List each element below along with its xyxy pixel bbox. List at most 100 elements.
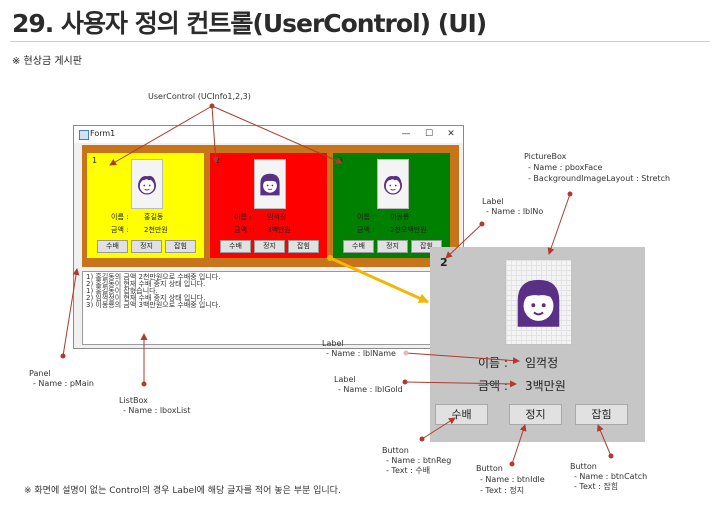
uc-picturebox — [505, 259, 572, 345]
annotation-btnidle-title: Button — [476, 464, 503, 473]
arrow-btncatch — [597, 424, 612, 457]
annotation-btnreg-name: - Name : btnReg — [386, 456, 452, 465]
uc-name-caption: 이름 : — [357, 213, 375, 221]
uc-number-label: 1 — [92, 156, 98, 165]
uc-picturebox — [377, 159, 409, 209]
annotation-label-no-title: Label — [482, 197, 504, 206]
arrow-picturebox — [547, 193, 571, 255]
arrow-panel — [62, 268, 80, 357]
footnote: ※ 화면에 설명이 없는 Control의 경우 Label에 해당 글자를 적… — [24, 486, 341, 496]
uc-name-value: 임꺽정 — [267, 213, 287, 221]
btn-catch[interactable]: 잡힘 — [165, 240, 196, 253]
annotation-btncatch-name: - Name : btnCatch — [574, 472, 648, 481]
btn-catch[interactable]: 잡힘 — [288, 240, 319, 253]
close-button[interactable]: ✕ — [447, 129, 455, 139]
arrow-usercontrol-2 — [211, 105, 220, 164]
arrow-label-no — [445, 223, 483, 259]
annotation-label-no-name: - Name : lblNo — [486, 207, 544, 216]
annotation-panel-name: - Name : pMain — [33, 379, 94, 388]
annotation-btnreg-text: - Text : 수배 — [386, 466, 431, 475]
uc-gold-value: 2천만원 — [144, 226, 168, 234]
uc-picturebox — [131, 159, 163, 209]
btn-idle[interactable]: 정지 — [131, 240, 162, 253]
annotation-btnidle-name: - Name : btnIdle — [480, 475, 545, 484]
annotation-btncatch-text: - Text : 잡힘 — [574, 482, 619, 491]
boy-face-icon — [132, 169, 162, 199]
uc-gold-value: 3백만원 — [267, 226, 291, 234]
uc-gold-caption: 금액 : — [478, 379, 508, 393]
btn-idle[interactable]: 정지 — [254, 240, 285, 253]
connector-dot — [209, 103, 215, 109]
btn-reg[interactable]: 수배 — [343, 240, 374, 253]
boy-face-icon — [378, 169, 408, 199]
annotation-label-gold-title: Label — [334, 375, 356, 384]
listbox-lboxlist[interactable]: 1) 홍길동의 금액 2천만원으로 수배중 입니다. 2) 홍길동이 현재 수배… — [82, 271, 459, 345]
minimize-button[interactable]: — — [401, 129, 411, 139]
zoom-arrow — [329, 256, 429, 304]
uc-name-caption: 이름 : — [234, 213, 252, 221]
annotation-usercontrol: UserControl (UCInfo1,2,3) — [148, 92, 251, 101]
uc-gold-caption: 금액 : — [234, 226, 252, 234]
uc-picturebox — [254, 159, 286, 209]
user-control-3: 3 이름 : 이몽룡 금액 : 2천오백만원 수배 정지 잡힘 — [333, 153, 450, 258]
connector-dot — [60, 353, 66, 359]
annotation-btnreg-title: Button — [382, 446, 409, 455]
title-divider — [10, 41, 710, 42]
uc-gold-caption: 금액 : — [111, 226, 129, 234]
uc-gold-value: 2천오백만원 — [390, 226, 427, 234]
annotation-btncatch-title: Button — [570, 462, 597, 471]
list-item[interactable]: 3) 이몽룡의 금액 3백만원으로 수배중 입니다. — [86, 301, 221, 309]
annotation-picturebox-name: - Name : pboxFace — [528, 163, 603, 172]
uc-name-value: 임꺽정 — [525, 356, 559, 370]
panel-pmain: 1 이름 : 홍길동 금액 : 2천만원 수배 정지 잡힘 — [82, 145, 459, 267]
arrow-usercontrol-1 — [109, 105, 213, 166]
list-item[interactable]: 1) 홍길동이 잡혔습니다. — [86, 287, 158, 295]
btn-reg[interactable]: 수배 — [220, 240, 251, 253]
annotation-listbox-name: - Name : lboxList — [123, 406, 191, 415]
list-item[interactable]: 1) 홍길동의 금액 2천만원으로 수배중 입니다. — [86, 273, 221, 281]
arrow-label-gold — [404, 380, 517, 388]
girl-face-icon — [517, 279, 560, 327]
user-control-1: 1 이름 : 홍길동 금액 : 2천만원 수배 정지 잡힘 — [87, 153, 204, 258]
annotation-picturebox-layout: - BackgroundImageLayout : Stretch — [528, 174, 671, 183]
connector-dot — [608, 453, 614, 459]
annotation-listbox-title: ListBox — [119, 396, 148, 405]
connector-dot — [141, 381, 147, 387]
connector-dot — [402, 379, 408, 385]
annotation-label-name-title: Label — [322, 339, 344, 348]
uc-name-value: 홍길동 — [144, 213, 164, 221]
uc-number-label: 2 — [440, 256, 448, 269]
connector-dot — [419, 436, 425, 442]
arrow-btnidle — [511, 424, 527, 465]
form-titlebar: Form1 — ☐ ✕ — [74, 126, 463, 143]
user-control-2: 2 이름 : 임꺽정 금액 : 3백만원 수배 정지 잡힘 — [210, 153, 327, 258]
list-item[interactable]: 2) 홍길동이 현재 수배 중지 상태 입니다. — [86, 280, 206, 288]
btn-reg[interactable]: 수배 — [97, 240, 128, 253]
form-title: Form1 — [90, 129, 116, 138]
annotation-panel-title: Panel — [29, 369, 51, 378]
annotation-label-name-name: - Name : lblName — [326, 349, 396, 358]
page-title: 29. 사용자 정의 컨트롤(UserControl) (UI) — [12, 9, 487, 38]
annotation-btnidle-text: - Text : 정지 — [480, 486, 525, 495]
form-app-icon — [79, 130, 89, 140]
page-subtitle: ※ 현상금 게시판 — [12, 56, 82, 67]
girl-face-icon — [255, 169, 285, 199]
annotation-picturebox-title: PictureBox — [524, 152, 567, 161]
maximize-button[interactable]: ☐ — [424, 129, 434, 139]
arrow-usercontrol-3 — [211, 105, 343, 164]
annotation-label-gold-name: - Name : lblGold — [338, 385, 403, 394]
btn-idle[interactable]: 정지 — [509, 404, 562, 425]
connector-dot — [403, 350, 409, 356]
connector-dot — [509, 461, 515, 467]
uc-name-caption: 이름 : — [111, 213, 129, 221]
uc-gold-value: 3백만원 — [525, 379, 566, 393]
list-item[interactable]: 2) 임꺽정이 현재 수배 중지 상태 입니다. — [86, 294, 206, 302]
uc-name-value: 이몽룡 — [390, 213, 410, 221]
arrow-label-name — [405, 352, 520, 365]
zoom-arrow-start-dot — [327, 255, 333, 261]
btn-idle[interactable]: 정지 — [377, 240, 408, 253]
connector-dot — [479, 221, 485, 227]
uc-gold-caption: 금액 : — [357, 226, 375, 234]
form-window: Form1 — ☐ ✕ 1 이름 : 홍길동 금액 : 2천만원 — [73, 125, 464, 349]
